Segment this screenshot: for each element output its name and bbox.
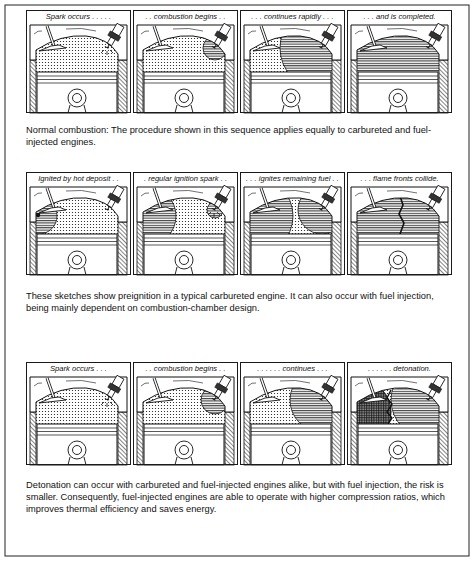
stage-panel: . . combustion begins . . (133, 10, 238, 113)
panel-heading: . . . ignites remaining fuel . . (241, 174, 344, 184)
engine-section (30, 374, 127, 465)
figure-caption: Detonation can occur with carbureted and… (26, 479, 458, 515)
stage-panel: . . combustion begins . . (133, 362, 238, 465)
panel-heading: . . combustion begins . . (134, 12, 237, 22)
engine-section (137, 22, 234, 113)
panel-heading: . . . flame fronts collide. (348, 174, 451, 184)
panel-heading: . . . . . . detonation. (348, 364, 451, 374)
engine-sketch (213, 176, 346, 275)
spark-mark (208, 212, 220, 217)
engine-section (351, 374, 448, 465)
engine-sketch (244, 368, 354, 465)
stage-panel: . . . flame fronts collide. (347, 172, 452, 275)
hot-deposit (36, 213, 40, 217)
engine-section (351, 22, 448, 113)
stage-panel: . regular ignition spark . . (133, 172, 238, 275)
pressure-shock (387, 390, 392, 424)
figure-border (5, 5, 469, 556)
engine-sketch (137, 22, 234, 113)
engine-section (351, 184, 448, 275)
figure-caption: These sketches show preignition in a typ… (26, 290, 458, 314)
stage-panel: Ignited by hot deposit . . (26, 172, 131, 275)
engine-section (244, 22, 341, 113)
engine-section (30, 22, 127, 113)
stage-panel: Spark occurs . . . (26, 362, 131, 465)
engine-section (137, 374, 234, 465)
panel-heading: . regular ignition spark . . (134, 174, 237, 184)
stage-panel: Spark occurs . . . . . (26, 10, 131, 113)
panel-heading: . . . continues rapidly . . . (241, 12, 344, 22)
engine-section (244, 374, 341, 465)
engine-sketch (30, 374, 127, 465)
flame-collision (399, 196, 404, 234)
panel-heading: . . . . . . continues . . . (241, 364, 344, 374)
stage-panel: . . . ignites remaining fuel . . (240, 172, 345, 275)
engine-sketch (244, 6, 364, 113)
stage-panel: . . . and is completed. (347, 10, 452, 113)
stage-panel: . . . continues rapidly . . . (240, 10, 345, 113)
spark-mark (101, 402, 113, 407)
engine-section (244, 184, 341, 275)
panel-heading: . . combustion begins . . (134, 364, 237, 374)
engine-sketch (327, 362, 467, 465)
engine-sketch (21, 184, 127, 275)
engine-section (137, 184, 234, 275)
panel-heading: Ignited by hot deposit . . (27, 174, 130, 184)
engine-section (30, 184, 127, 275)
engine-sketch (299, 0, 474, 178)
stage-panel: . . . . . . continues . . . (240, 362, 345, 465)
stage-panel: . . . . . . detonation. (347, 362, 452, 465)
burned-gas (299, 0, 474, 178)
spark-mark (101, 50, 113, 55)
panel-heading: Spark occurs . . . (27, 364, 130, 374)
engine-sketch (30, 22, 127, 113)
engine-sketch (137, 374, 234, 465)
panel-heading: Spark occurs . . . . . (27, 12, 130, 22)
figure-caption: Normal combustion: The procedure shown i… (26, 124, 458, 148)
panel-heading: . . . and is completed. (348, 12, 451, 22)
